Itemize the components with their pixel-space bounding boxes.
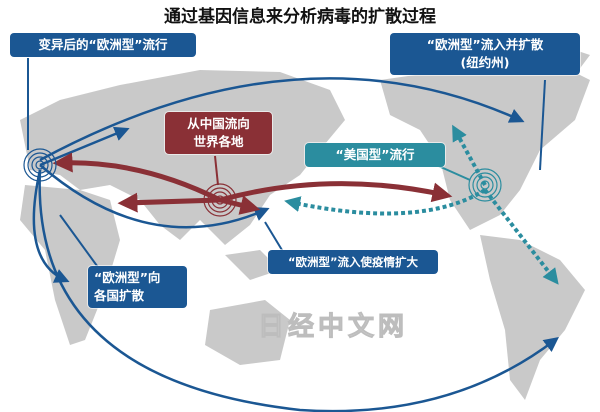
europe-inflow-text: “欧洲型”流入使疫情扩大 [287,255,419,269]
page-title: 通过基因信息来分析病毒的扩散过程 [164,7,436,27]
ny-line1: “欧洲型”流入并扩散 [426,37,544,52]
watermark: 日经中文网 [257,312,409,343]
europe-spread-line2: 各国扩散 [94,288,145,303]
europe-inflow-label: “欧洲型”流入使疫情扩大 [268,250,438,274]
europe-mutated-label: 变异后的“欧洲型”流行 [10,33,196,57]
europe-mutated-text: 变异后的“欧洲型”流行 [38,37,168,52]
china-epicenter [203,183,237,217]
china-type-arrows [52,152,453,215]
new-york-label: “欧洲型”流入并扩散 (纽约州) [390,33,580,75]
us-epicenter [468,168,502,202]
china-label: 从中国流向 世界各地 [165,112,272,154]
europe-epicenter [23,148,57,182]
europe-spread-line1: “欧洲型”向 [94,270,161,285]
china-line1: 从中国流向 [187,116,250,131]
europe-spread-label: “欧洲型”向 各国扩散 [88,266,187,308]
us-type-label: “美国型”流行 [305,143,445,167]
china-line2: 世界各地 [193,134,244,149]
continents [20,45,590,400]
us-type-arrows [284,124,559,285]
us-type-text: “美国型”流行 [335,147,415,162]
ny-line2: (纽约州) [460,55,510,70]
europe-type-arrows [32,77,559,412]
